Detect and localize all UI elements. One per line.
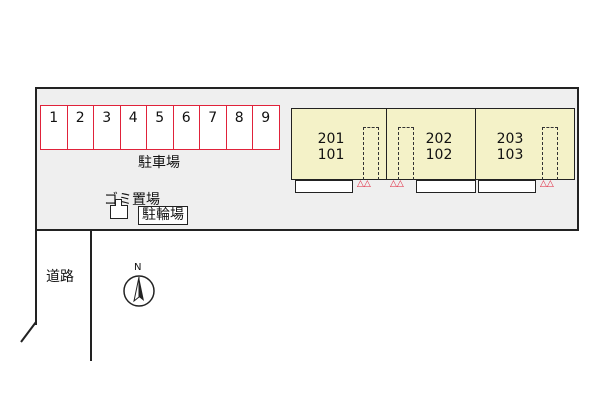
parking-space-8: 8 — [225, 105, 253, 150]
stairway — [398, 127, 414, 180]
parking-space-4: 4 — [119, 105, 147, 150]
unit-number-upper: 201 — [317, 131, 345, 147]
entrance-mark-icon: △△ — [540, 179, 554, 189]
garbage-box — [110, 205, 128, 219]
unit-number-lower: 102 — [425, 147, 453, 163]
unit-number-lower: 101 — [317, 147, 345, 163]
unit-divider — [475, 109, 476, 179]
walkway — [478, 180, 536, 193]
parking-space-3: 3 — [93, 105, 121, 150]
unit-number-lower: 103 — [496, 147, 524, 163]
parking-space-5: 5 — [146, 105, 174, 150]
unit-2: 202 102 — [416, 131, 462, 163]
parking-space-7: 7 — [199, 105, 227, 150]
unit-number-upper: 202 — [425, 131, 453, 147]
road-curve — [20, 321, 37, 343]
unit-number-upper: 203 — [496, 131, 524, 147]
parking-label: 駐車場 — [138, 155, 180, 171]
road-label: 道路 — [46, 269, 74, 285]
parking-space-1: 1 — [40, 105, 68, 150]
walkway — [295, 180, 353, 193]
entrance-mark-icon: △△ — [357, 179, 371, 189]
road-edge-right — [90, 229, 92, 361]
parking-space-6: 6 — [172, 105, 200, 150]
compass-icon — [123, 275, 155, 307]
bicycle-parking-label: 駐輪場 — [138, 206, 188, 225]
parking-space-9: 9 — [252, 105, 280, 150]
stairway — [363, 127, 379, 180]
compass-north-label: N — [134, 262, 142, 273]
road-edge-left — [35, 229, 37, 325]
entrance-mark-icon: △△ — [390, 179, 404, 189]
parking-area: 1 2 3 4 5 6 7 8 9 — [40, 105, 280, 150]
unit-3: 203 103 — [487, 131, 533, 163]
unit-1: 201 101 — [308, 131, 354, 163]
walkway — [416, 180, 476, 193]
apartment-building: 201 101 202 102 203 103 — [291, 108, 575, 180]
stairway — [542, 127, 558, 180]
garbage-box-top — [115, 199, 122, 206]
unit-divider — [386, 109, 387, 179]
parking-space-2: 2 — [66, 105, 94, 150]
